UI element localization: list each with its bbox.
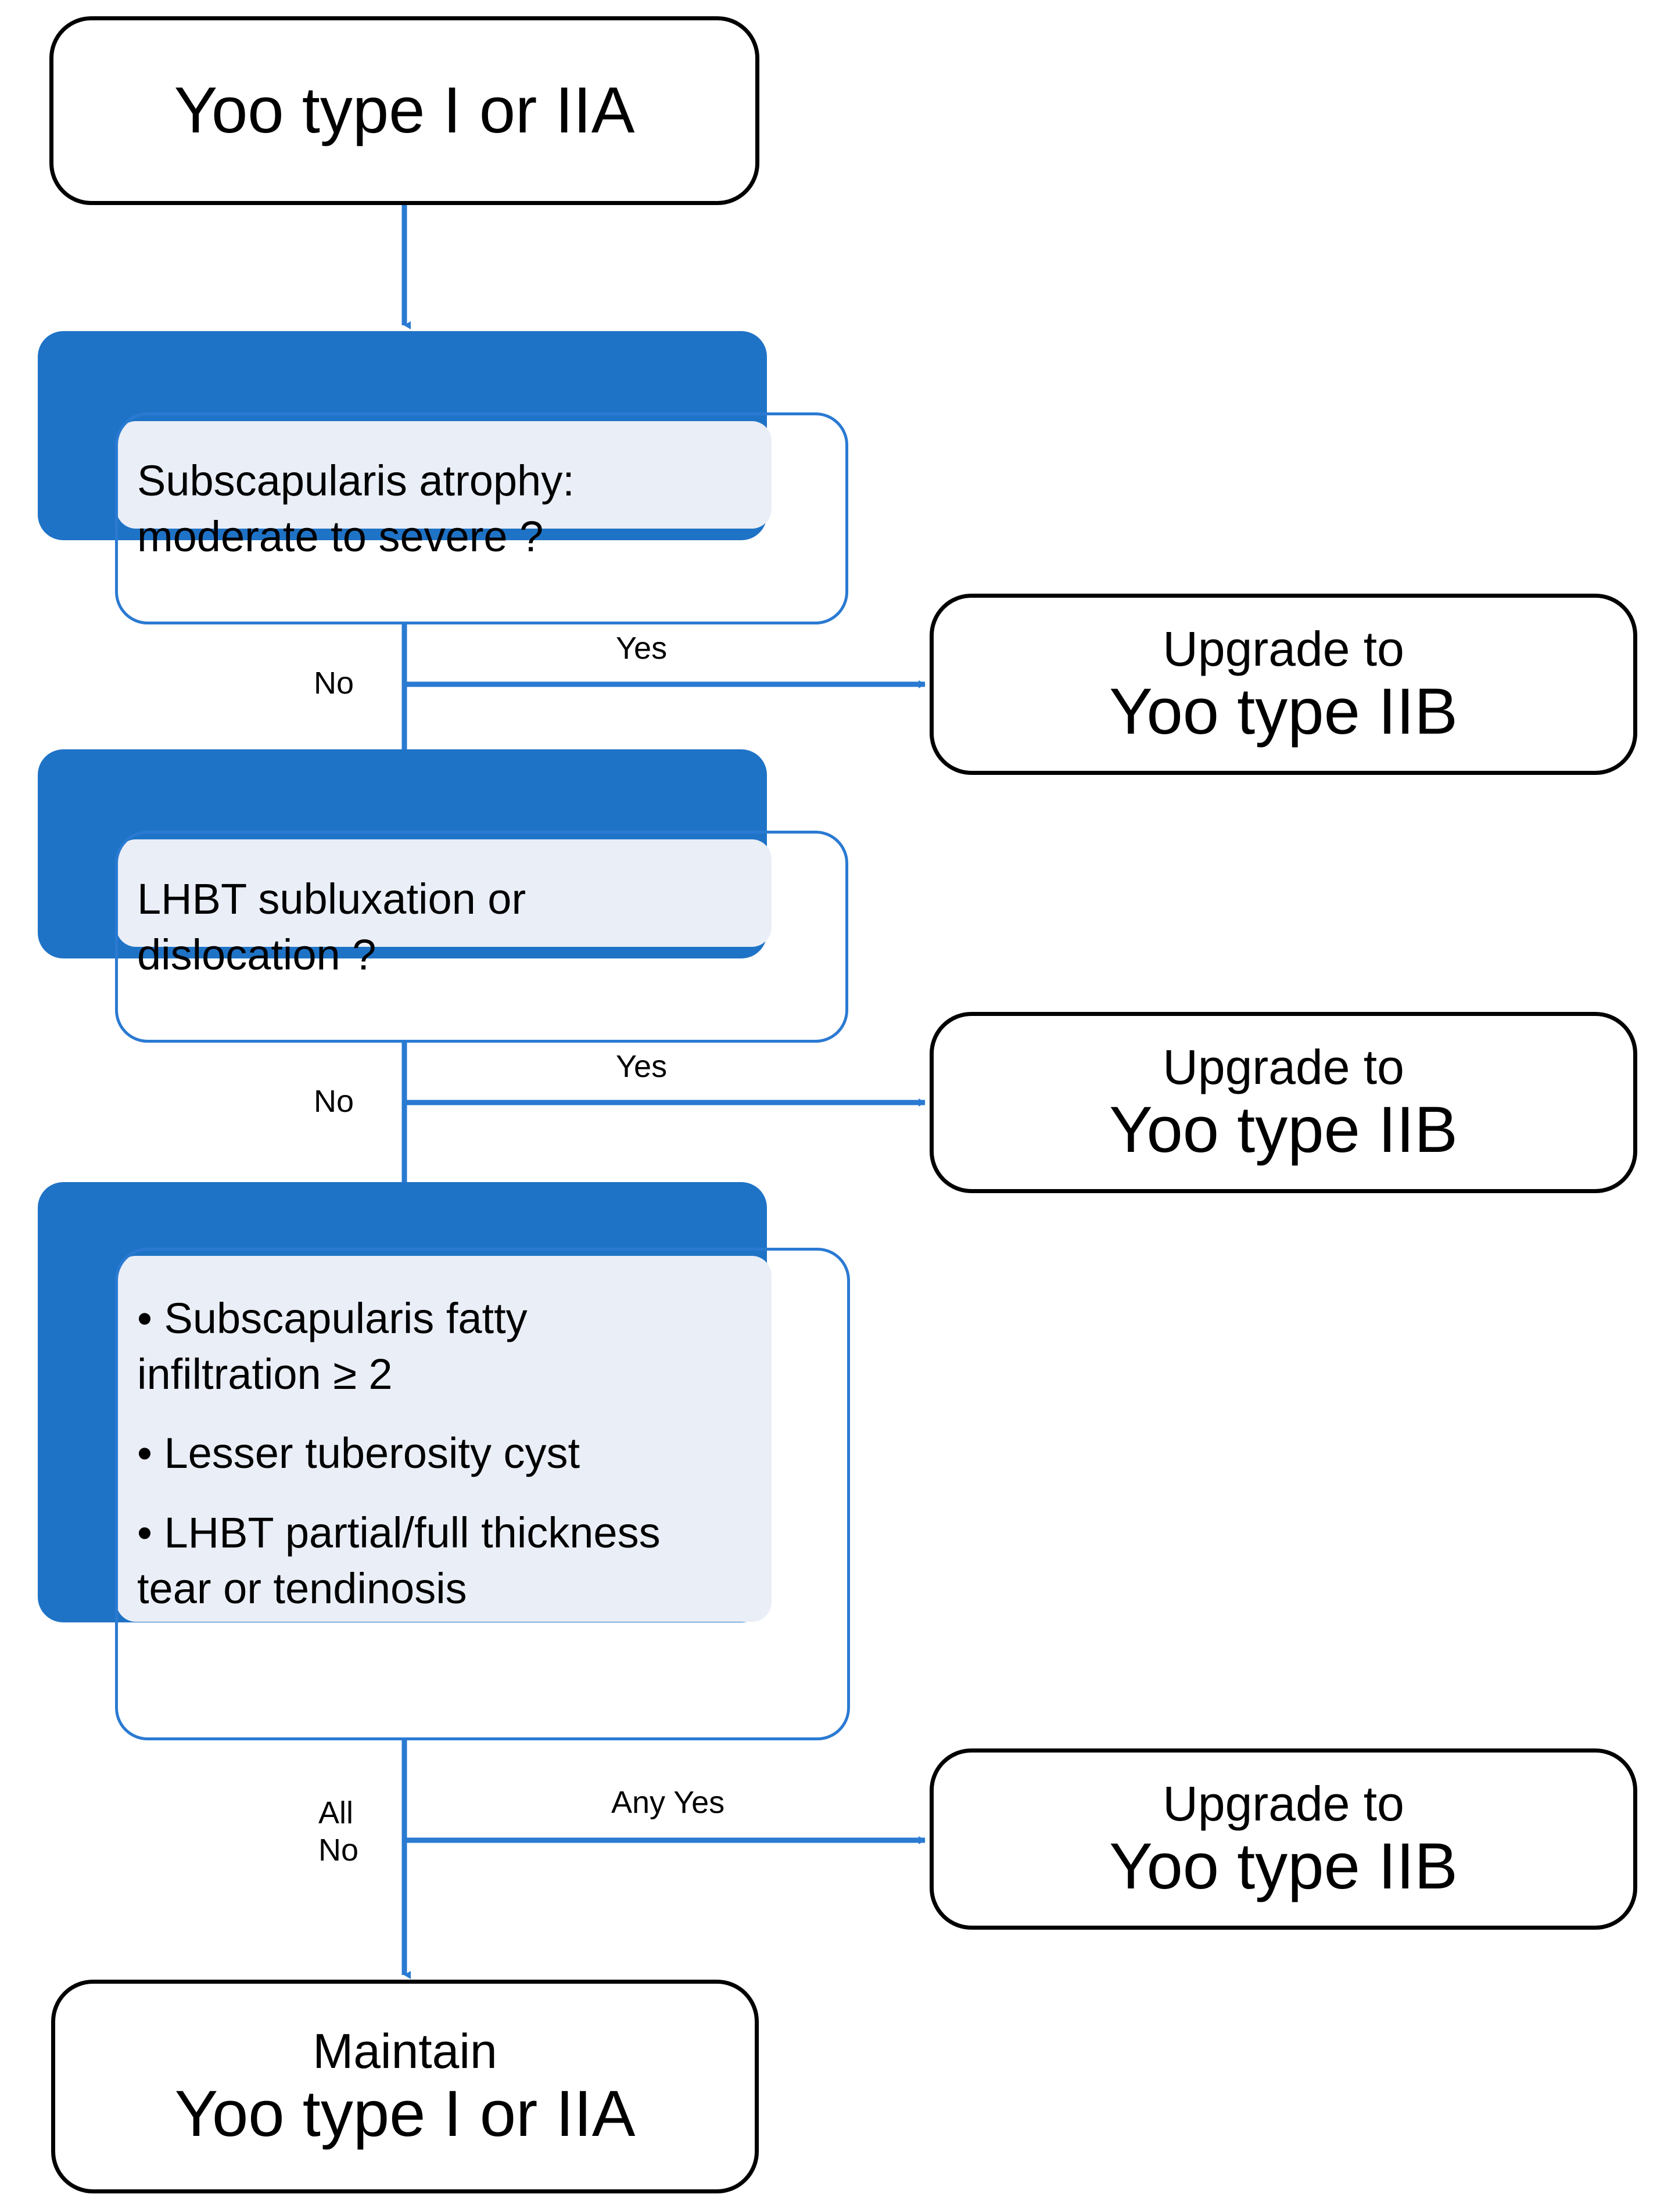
outcome-node-upgrade-2[interactable]: Upgrade to Yoo type IIB bbox=[930, 1012, 1637, 1193]
decision-3-yes-label: Any Yes bbox=[611, 1785, 725, 1820]
flow-connectors bbox=[401, 204, 926, 1979]
end-node-line-1: Maintain bbox=[313, 2024, 497, 2079]
decision-3-outline bbox=[115, 1248, 850, 1740]
decision-1-no-label: No bbox=[314, 666, 354, 701]
start-node[interactable]: Yoo type I or IIA bbox=[49, 16, 759, 205]
outcome-2-line-2: Yoo type IIB bbox=[1109, 1093, 1458, 1166]
outcome-node-upgrade-3[interactable]: Upgrade to Yoo type IIB bbox=[930, 1748, 1637, 1930]
outcome-3-line-1: Upgrade to bbox=[1163, 1776, 1404, 1832]
decision-2-no-label: No bbox=[314, 1084, 354, 1119]
decision-3-no-label-line-2: No bbox=[318, 1832, 359, 1868]
outcome-2-line-1: Upgrade to bbox=[1163, 1040, 1404, 1095]
outcome-3-line-2: Yoo type IIB bbox=[1109, 1829, 1458, 1902]
decision-2-yes-label: Yes bbox=[616, 1049, 668, 1084]
end-node-line-2: Yoo type I or IIA bbox=[174, 2077, 636, 2150]
decision-2-outline bbox=[115, 831, 848, 1043]
outcome-node-upgrade-1[interactable]: Upgrade to Yoo type IIB bbox=[930, 594, 1637, 775]
decision-1-yes-label: Yes bbox=[616, 631, 668, 666]
decision-3-no-label: All No bbox=[318, 1795, 358, 1869]
decision-3-no-label-line-1: All bbox=[318, 1796, 354, 1830]
outcome-1-line-1: Upgrade to bbox=[1163, 622, 1404, 677]
outcome-1-line-2: Yoo type IIB bbox=[1109, 674, 1458, 748]
end-node[interactable]: Maintain Yoo type I or IIA bbox=[51, 1980, 759, 2193]
start-node-label: Yoo type I or IIA bbox=[174, 74, 635, 147]
decision-1-outline bbox=[115, 412, 848, 624]
